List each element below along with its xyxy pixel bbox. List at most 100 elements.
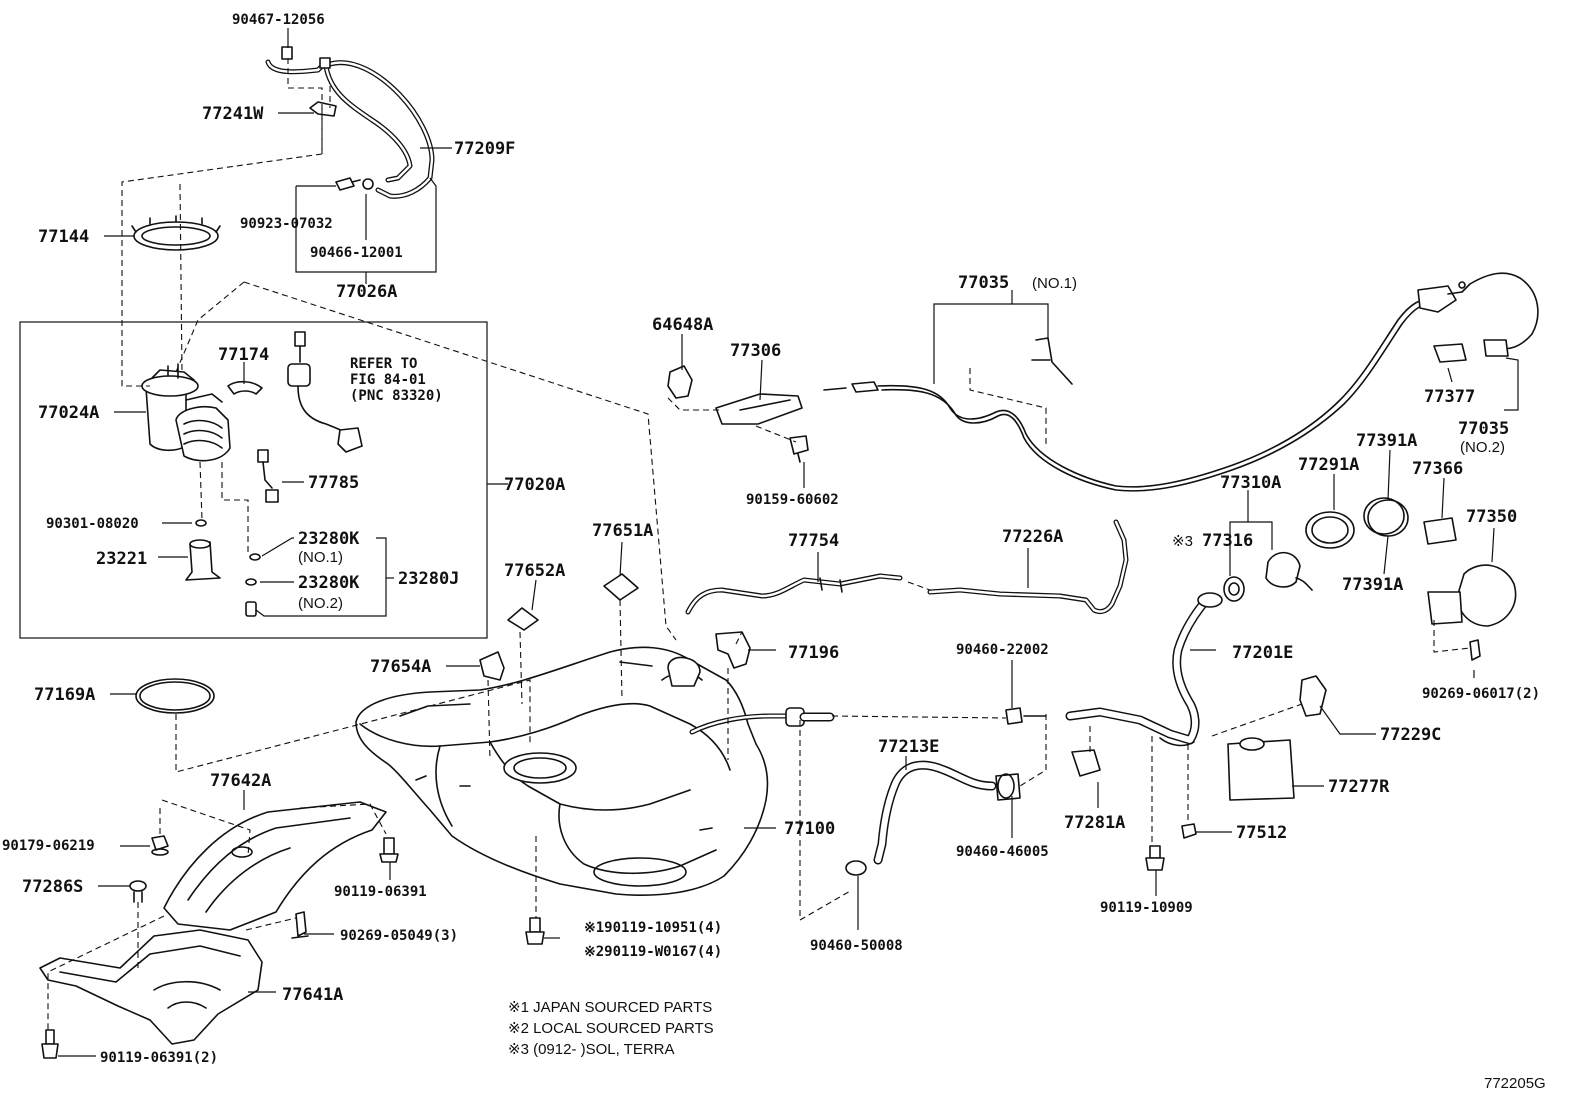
fuel-lid-77350	[1427, 564, 1517, 627]
cap-77310A	[1265, 551, 1313, 591]
leader-lines	[58, 28, 1519, 1057]
label-90466-12001: 90466-12001	[310, 245, 403, 261]
spacer-77651A	[603, 573, 639, 601]
footnote-2: ※2 LOCAL SOURCED PARTS	[508, 1020, 714, 1037]
label-77209F: 77209F	[454, 139, 515, 159]
qualifier-23280K-no1: (NO.1)	[298, 549, 343, 566]
label-64648A: 64648A	[652, 315, 713, 335]
cushion-77654A	[479, 651, 505, 681]
label-77654A: 77654A	[370, 657, 431, 677]
qualifier-mark3: ※3	[1172, 533, 1193, 550]
footnote-1: ※1 JAPAN SOURCED PARTS	[508, 999, 712, 1016]
refer-line-2: FIG 84-01	[350, 372, 426, 388]
ring-77391A	[1363, 497, 1409, 537]
sensor-gauge-77174	[227, 380, 263, 395]
label-90269-06017: 90269-06017(2)	[1422, 686, 1540, 702]
breather-hose-to-tank	[689, 707, 835, 735]
clamp-90460-46005	[997, 773, 1015, 799]
rivet-90269-05049	[291, 911, 309, 939]
label-77641A: 77641A	[282, 985, 343, 1005]
cushion-77229C	[1299, 675, 1327, 717]
clamp-90460-50008	[845, 860, 867, 876]
clip-90466-12001	[362, 178, 374, 190]
sender-gauge-refer	[287, 331, 363, 453]
label-77226A: 77226A	[1002, 527, 1063, 547]
cap-77316	[1223, 576, 1245, 602]
refer-line-1: REFER TO	[350, 356, 417, 372]
label-77169A: 77169A	[34, 685, 95, 705]
clamp-77241W	[309, 101, 337, 117]
label-77286S: 77286S	[22, 877, 83, 897]
label-77291A: 77291A	[1298, 455, 1359, 475]
label-77642A: 77642A	[210, 771, 271, 791]
label-77754: 77754	[788, 531, 839, 551]
label-77310A: 77310A	[1220, 473, 1281, 493]
label-77241W: 77241W	[202, 104, 264, 124]
qualifier-77035-no1: (NO.1)	[1032, 275, 1077, 292]
bracket-77196	[715, 631, 751, 669]
label-77391A-1: 77391A	[1356, 431, 1417, 451]
gasket-90301-08020	[195, 519, 207, 527]
opener-cable-77035	[823, 272, 1539, 492]
protector-77642A	[163, 801, 387, 931]
filler-pipe-77201E	[1065, 592, 1223, 747]
label-77785: 77785	[308, 473, 359, 493]
label-23280K-1: 23280K	[298, 529, 360, 549]
fuel-pump-77024A	[141, 363, 231, 462]
clamp-77281A	[1071, 749, 1101, 777]
footnote-3: ※3 (0912- )SOL, TERRA	[508, 1041, 675, 1058]
wire-harness-77785	[257, 449, 279, 503]
part-labels: 90467-12056 77241W 77209F 90923-07032 90…	[2, 12, 1546, 1092]
label-90159-60602: 90159-60602	[746, 492, 839, 508]
filter-23221	[185, 539, 221, 581]
bolt-90119-10951	[525, 917, 545, 945]
hinge-77366	[1423, 517, 1457, 545]
hose-77754	[685, 573, 903, 615]
label-90119-W0167: ※290119-W0167(4)	[584, 944, 722, 960]
label-77350: 77350	[1466, 507, 1517, 527]
screw-90159-60602	[789, 435, 809, 463]
tube-77226A	[927, 519, 1129, 615]
label-77035-1: 77035	[958, 273, 1009, 293]
label-90301-08020: 90301-08020	[46, 516, 139, 532]
label-90119-06391: 90119-06391	[334, 884, 427, 900]
label-77174: 77174	[218, 345, 269, 365]
figure-code: 772205G	[1484, 1075, 1546, 1092]
label-77366: 77366	[1412, 459, 1463, 479]
bolt-90923-07032	[335, 177, 361, 191]
label-77213E: 77213E	[878, 737, 939, 757]
qualifier-23280K-no2: (NO.2)	[298, 595, 343, 612]
label-90119-10909: 90119-10909	[1100, 900, 1193, 916]
label-77377: 77377	[1424, 387, 1475, 407]
label-90179-06219: 90179-06219	[2, 838, 95, 854]
o-rings-23280K	[245, 553, 261, 617]
qualifier-77035-no2: (NO.2)	[1460, 439, 1505, 456]
label-77201E: 77201E	[1232, 643, 1293, 663]
label-77229C: 77229C	[1380, 725, 1441, 745]
label-77512: 77512	[1236, 823, 1287, 843]
fuel-lid-lock-77306	[715, 393, 803, 425]
label-77100: 77100	[784, 819, 835, 839]
clip-77512	[1181, 823, 1197, 839]
retainer-ring-77144	[131, 215, 221, 251]
bolt-90119-06391	[379, 837, 399, 863]
label-90119-10951: ※190119-10951(4)	[584, 920, 722, 936]
nut-90179-06219	[151, 835, 169, 856]
label-77277R: 77277R	[1328, 777, 1390, 797]
label-23221: 23221	[96, 549, 147, 569]
refer-line-3: (PNC 83320)	[350, 388, 443, 404]
label-77144: 77144	[38, 227, 89, 247]
hose-77213E	[873, 760, 1021, 865]
label-23280K-2: 23280K	[298, 573, 360, 593]
bolt-90119-10909	[1145, 845, 1165, 871]
bracket-64648A	[667, 365, 693, 399]
label-90460-22002: 90460-22002	[956, 642, 1049, 658]
label-90269-05049: 90269-05049(3)	[340, 928, 458, 944]
label-77316: 77316	[1202, 531, 1253, 551]
ring-77291A	[1305, 511, 1355, 549]
label-90923-07032: 90923-07032	[240, 216, 333, 232]
clip-77286S	[129, 880, 147, 903]
label-77020A: 77020A	[504, 475, 565, 495]
clamp-90460-22002	[1005, 707, 1047, 725]
